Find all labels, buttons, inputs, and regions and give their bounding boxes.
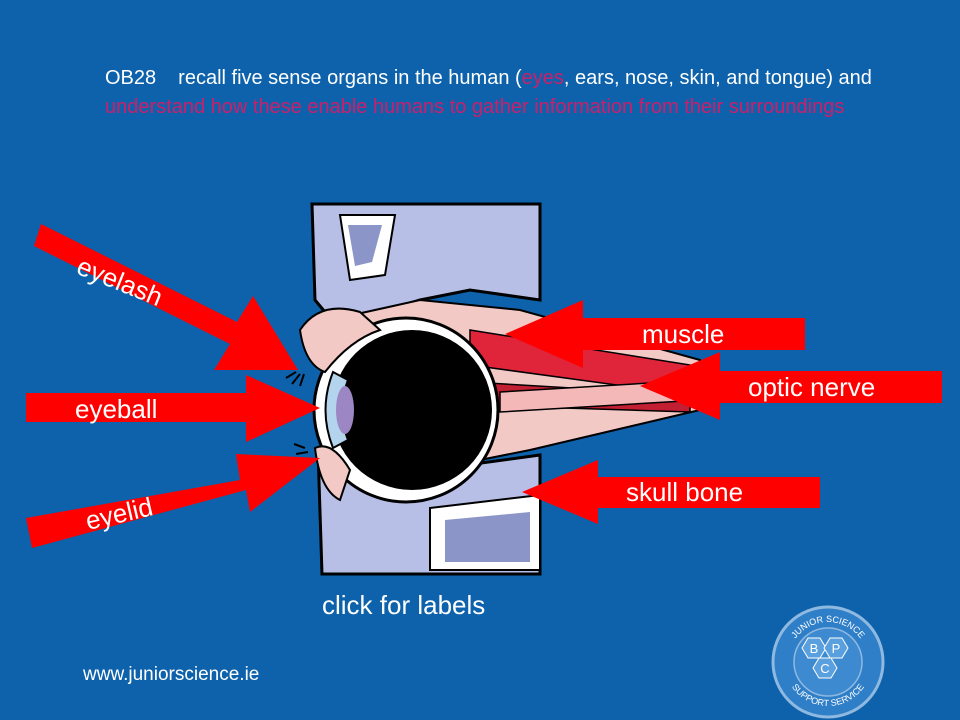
- eyelash-arrow: [34, 224, 298, 370]
- objective-code: OB28: [105, 67, 157, 89]
- junior-science-logo: JUNIOR SCIENCE SUPPORT SERVICE B P C: [771, 605, 885, 719]
- eyelid-arrow: [26, 454, 320, 548]
- eye-illustration: [285, 202, 701, 576]
- muscle-label: muscle: [642, 319, 724, 349]
- click-for-labels-button[interactable]: click for labels: [322, 590, 486, 620]
- eyeball-label: eyeball: [75, 394, 157, 424]
- muscle-arrow: [505, 300, 805, 368]
- optic-nerve-arrow: [640, 352, 942, 420]
- objective-text-before: recall five sense organs in the human (: [178, 67, 522, 89]
- learning-objective: OB28 recall five sense organs in the huma…: [105, 64, 885, 122]
- logo-letter-c: C: [820, 661, 829, 676]
- optic-nerve-label: optic nerve: [748, 372, 875, 402]
- objective-highlight-eyes: eyes: [521, 67, 564, 89]
- skull-bone-label: skull bone: [626, 477, 743, 507]
- logo-letter-b: B: [810, 641, 819, 656]
- website-url[interactable]: www.juniorscience.ie: [83, 664, 260, 685]
- objective-highlight-rest: understand how these enable humans to ga…: [105, 96, 845, 118]
- logo-letter-p: P: [832, 641, 841, 656]
- skull-bone-arrow: [522, 460, 820, 524]
- eyelash-label: eyelash: [73, 251, 167, 312]
- eyeball-arrow: [26, 375, 320, 442]
- eyelid-label: eyelid: [83, 491, 156, 536]
- objective-text-middle: , ears, nose, skin, and tongue) and: [563, 67, 872, 89]
